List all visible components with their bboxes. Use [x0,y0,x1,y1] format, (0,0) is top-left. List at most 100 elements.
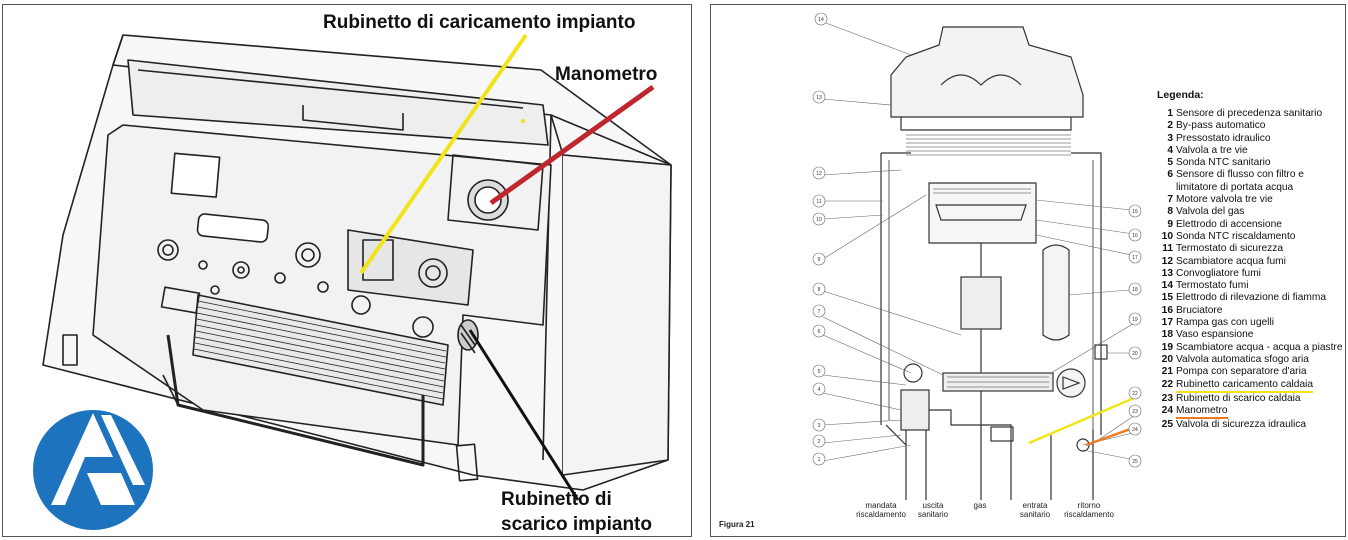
legend-item-number: 14 [1161,280,1173,292]
label-ritorno: ritorno riscaldamento [1064,501,1114,519]
callout-num: 13 [816,95,822,101]
boiler-photo-panel: Rubinetto di caricamento impianto Manome… [2,4,692,537]
legend-item-number: 11 [1162,243,1173,255]
legend-item-number: 5 [1167,157,1173,169]
legend-item-label: Elettrodo di rilevazione di fiamma [1176,292,1327,304]
legend-item-number: 16 [1161,304,1173,316]
figure-caption: Figura 21 [719,520,755,529]
legend-item-label: Convogliatore fumi [1176,267,1261,279]
callout-rubinetto-scarico: Rubinetto di scarico impianto [501,489,652,535]
legend-item-number: 25 [1161,419,1173,431]
label-uscita: uscita sanitario [917,501,949,519]
legend-item-number [1157,182,1176,194]
legend-item-number: 6 [1167,169,1173,181]
legend-item-label: Sensore di flusso con filtro e [1176,169,1304,181]
legend-item-label: Rubinetto caricamento caldaia [1176,379,1314,393]
legend-item-label: Valvola di sicurezza idraulica [1176,419,1307,431]
boiler-drawing [33,33,672,530]
legend-item-label: Scambiatore acqua fumi [1176,255,1286,267]
callout-num: 11 [816,199,821,205]
callout-num: 18 [1132,287,1138,293]
legend-item-label: Elettrodo di accensione [1176,218,1282,230]
label-gas: gas [973,501,987,510]
hydraulic-schematic: 14 13 12 11 10 9 8 7 6 5 4 3 2 1 15 16 1… [812,12,1142,500]
label-mandata: mandata riscaldamento [856,501,906,519]
legend-item-number: 20 [1161,353,1173,365]
callout-num: 19 [1132,317,1138,323]
schematic-panel: 14 13 12 11 10 9 8 7 6 5 4 3 2 1 15 16 1… [710,4,1346,537]
legend-item-label: By-pass automatico [1176,120,1266,132]
legend-item-number: 1 [1167,108,1173,119]
callout-num: 2 [818,439,821,445]
legend-item-label: Bruciatore [1176,304,1223,316]
label-entrata: entrata sanitario [1019,501,1051,519]
callout-num: 16 [1132,233,1138,239]
legend-item-label: Motore valvola tre vie [1176,194,1273,206]
legend-item-number: 7 [1167,194,1173,206]
legend-item-number: 24 [1161,405,1173,417]
legend-item-label: Vaso espansione [1176,329,1254,341]
callout-num: 10 [816,217,822,223]
callout-manometro: Manometro [555,64,658,85]
legend-item-number: 2 [1167,120,1173,132]
callout-num: 3 [818,423,821,429]
callout-num: 1 [818,457,821,463]
callout-num: 9 [818,257,821,263]
legend-item-label: Sensore di precedenza sanitario [1176,108,1323,119]
legend-item-label: Pressostato idraulico [1176,132,1271,144]
legend-item-label: Manometro [1176,405,1228,420]
callout-num: 24 [1132,427,1138,433]
callout-num: 8 [818,287,821,293]
legend-item-label: Sonda NTC sanitario [1176,157,1271,169]
callout-num: 14 [818,17,824,23]
legend-item-number: 12 [1161,255,1173,267]
legend-item-label: limitatore di portata acqua [1176,181,1294,193]
legend-item-number: 13 [1161,267,1173,279]
legend-item-number: 19 [1161,341,1173,353]
callout-num: 6 [818,329,821,335]
legend-item-label: Sonda NTC riscaldamento [1176,230,1296,242]
legend-item-label: Scambiatore acqua - acqua a piastre [1176,341,1343,353]
legend-item-number: 9 [1167,218,1173,230]
callout-rubinetto-caricamento: Rubinetto di caricamento impianto [323,12,636,33]
legend-item-number: 22 [1161,378,1173,390]
callout-num: 20 [1132,351,1138,357]
callout-num: 12 [816,171,822,177]
brand-logo-icon [33,410,153,530]
legend-item-number: 23 [1161,392,1173,404]
legend-item-label: Pompa con separatore d'aria [1176,366,1307,378]
legend-item-number: 10 [1161,230,1173,242]
legend-title: Legenda: [1157,89,1204,101]
legend-item: limitatore di portata acqua [1157,182,1343,194]
callout-num: 22 [1132,391,1138,397]
legend-item-number: 4 [1167,144,1173,156]
legend-item-label: Rubinetto di scarico caldaia [1176,392,1301,404]
legend-item-label: Valvola automatica sfogo aria [1176,353,1309,365]
callout-num: 7 [818,309,821,315]
legend-item-number: 8 [1167,206,1173,218]
legend-item-label: Termostato di sicurezza [1176,243,1284,255]
